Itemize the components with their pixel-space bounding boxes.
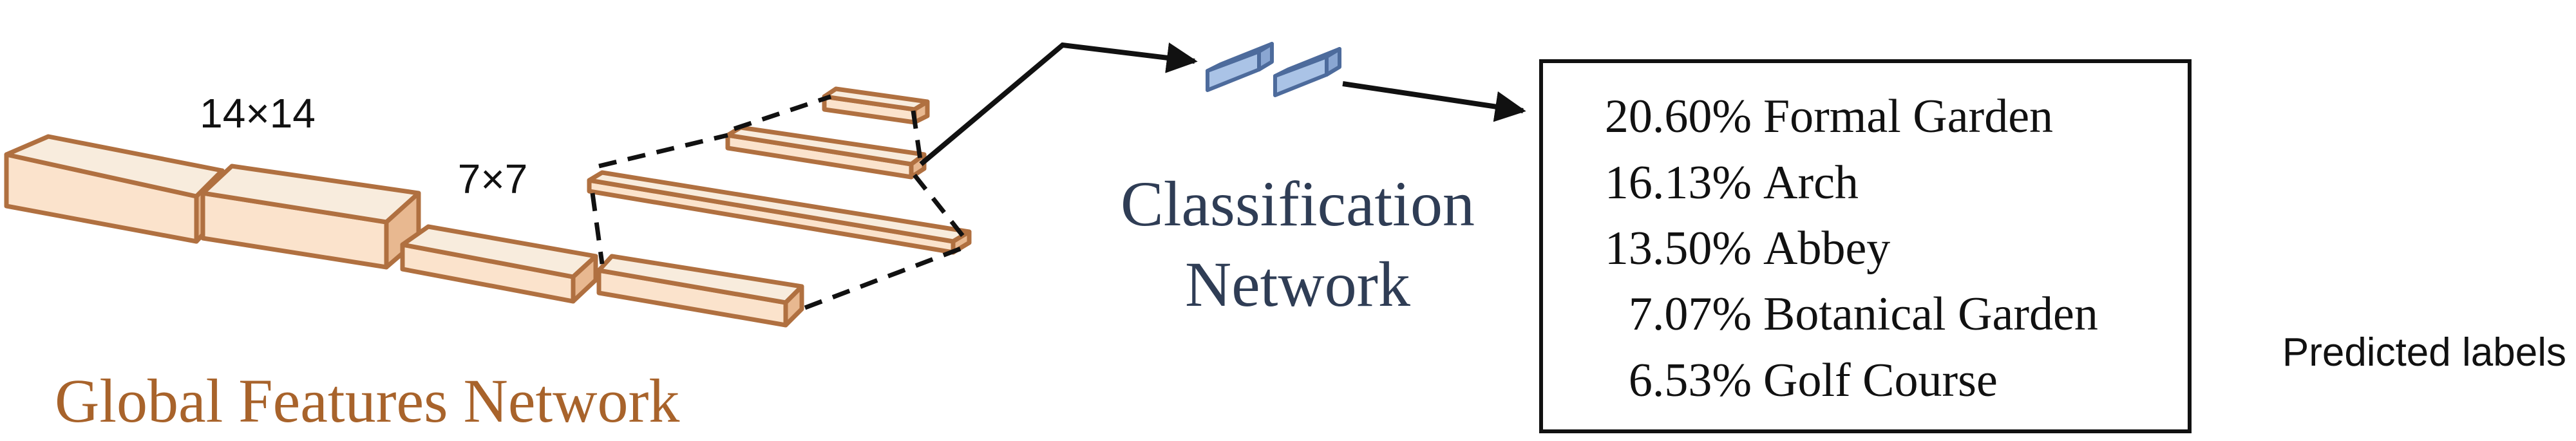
classifier-block-1 <box>1206 42 1274 92</box>
arrow-to-predictions <box>1342 81 1526 122</box>
pooled-bar-mid <box>725 125 927 180</box>
classification-title-line2: Network <box>1185 249 1410 320</box>
prediction-percent: 7.07% <box>1629 288 1752 341</box>
arrow-to-classifier <box>919 42 1198 167</box>
predicted-labels-caption: Predicted labels <box>2282 330 2566 375</box>
prediction-label: Formal Garden <box>1763 90 2053 143</box>
feature-block-3 <box>400 224 598 304</box>
predictions-list: 20.60% Formal Garden 16.13% Arch 13.50% … <box>1605 90 2098 407</box>
dim-label-14x14: 14×14 <box>200 90 316 136</box>
feature-block-2 <box>200 164 421 270</box>
prediction-percent: 13.50% <box>1605 222 1752 275</box>
classification-title-line1: Classification <box>1121 168 1475 239</box>
prediction-percent: 16.13% <box>1605 156 1752 209</box>
prediction-label: Golf Course <box>1763 354 1998 407</box>
dim-label-7x7: 7×7 <box>458 156 528 202</box>
predictions-box <box>1539 59 2192 433</box>
pooled-bar-long <box>587 170 972 255</box>
prediction-percent: 6.53% <box>1629 354 1752 407</box>
prediction-percent: 20.60% <box>1605 90 1752 143</box>
global-features-title: Global Features Network <box>55 366 679 435</box>
feature-block-4 <box>596 254 804 328</box>
feature-block-1 <box>4 134 225 244</box>
classifier-block-2 <box>1273 47 1341 97</box>
prediction-label: Arch <box>1763 156 1859 209</box>
pyramid-dashed-outline <box>590 94 967 310</box>
prediction-label: Botanical Garden <box>1763 288 2098 341</box>
pooled-bar-short <box>822 86 930 125</box>
prediction-label: Abbey <box>1763 222 1890 275</box>
